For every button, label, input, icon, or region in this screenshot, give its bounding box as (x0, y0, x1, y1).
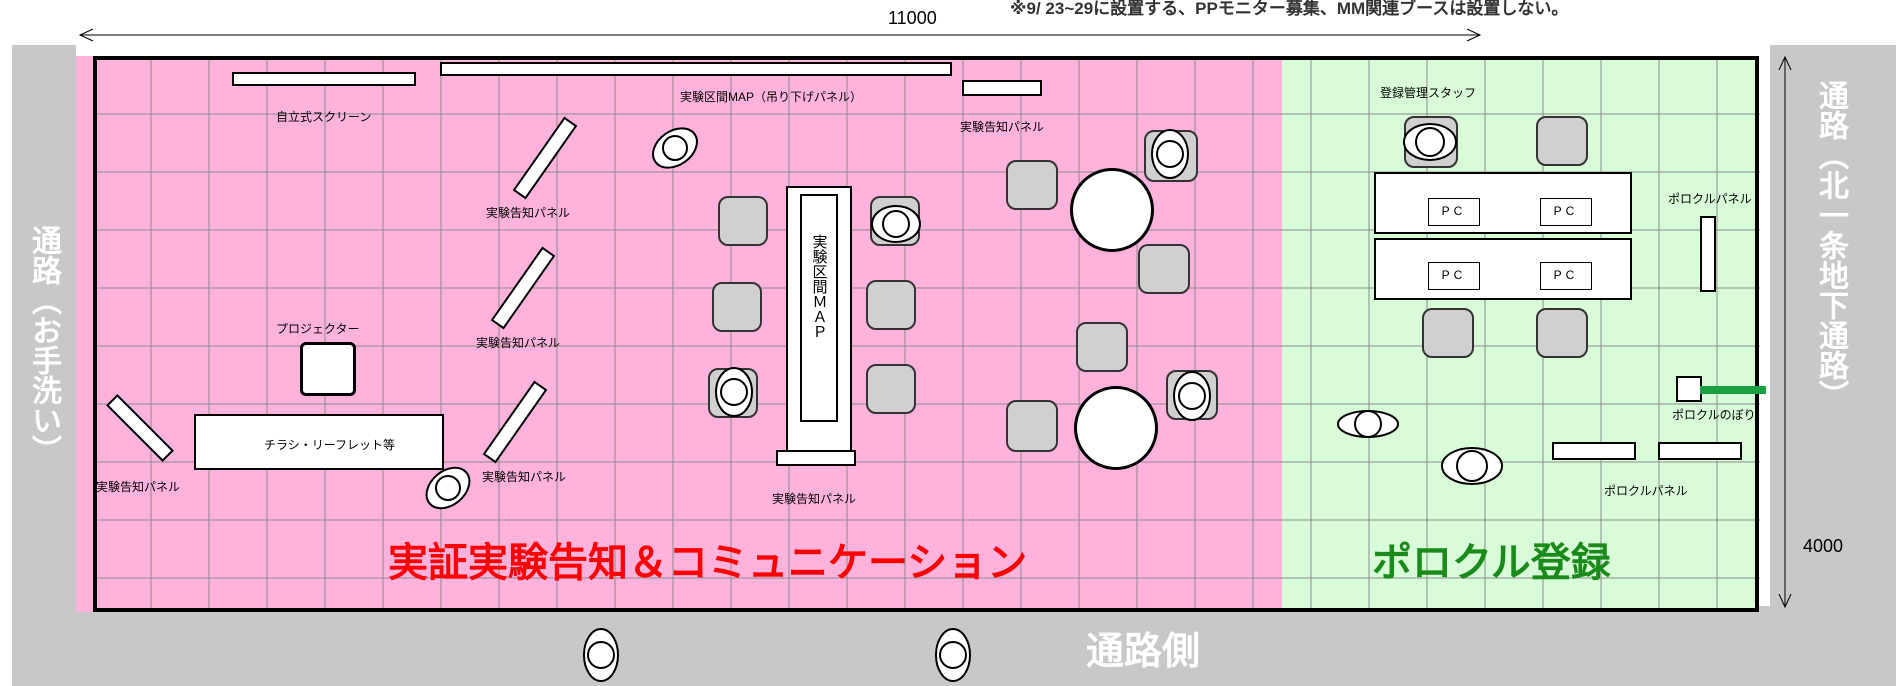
porokuru-flag (1700, 386, 1766, 394)
registration-desk-2 (1374, 238, 1632, 300)
registration-desk-1 (1374, 172, 1632, 234)
bottom-walkway-label: 通路側 (1086, 631, 1201, 673)
projector (300, 342, 356, 396)
round-table-2 (1074, 386, 1158, 470)
communication-zone-title: 実証実験告知＆コミュニケーション (388, 541, 1028, 585)
person-icon (871, 205, 921, 243)
height-dimension-label: 4000 (1803, 536, 1844, 556)
porokuru-flag-base (1676, 376, 1702, 402)
notice-panel-angled-3-label: 実験告知パネル (482, 470, 567, 484)
chair (1006, 400, 1058, 452)
flyer-table-label: チラシ・リーフレット等 (264, 438, 396, 452)
right-walkway-label: 通路（北一条地下通路） (1810, 80, 1850, 418)
porokuru-flag-label: ポロクルのぼり (1672, 408, 1756, 422)
notice-panel-map-base (776, 450, 856, 466)
height-dimension-arrow (1778, 55, 1792, 609)
person-icon (583, 628, 619, 682)
pc-2: PC (1540, 198, 1592, 226)
notice-panel-angled-1-label: 実験告知パネル (486, 206, 571, 220)
chair (1536, 116, 1588, 166)
map-stand-text: 実験区間ＭＡＰ (810, 234, 828, 339)
pc-3: PC (1428, 262, 1480, 290)
porokuru-panel-right (1700, 216, 1716, 292)
registration-zone-title: ポロクル登録 (1372, 541, 1611, 585)
chair (712, 282, 762, 332)
chair (1536, 308, 1588, 358)
person-icon (935, 628, 971, 682)
chair (866, 364, 916, 414)
pc-1: PC (1428, 198, 1480, 226)
right-walkway (1770, 45, 1896, 677)
left-walkway-text: 通路（お手洗い） (27, 225, 60, 465)
person-icon (425, 466, 471, 510)
width-dimension-label: 11000 (888, 8, 937, 28)
chair (866, 280, 916, 330)
person-icon (715, 367, 753, 417)
booth-outline (93, 56, 1759, 612)
person-icon (1173, 371, 1211, 421)
chair (1006, 160, 1058, 210)
right-walkway-text: 通路（北一条地下通路） (1814, 80, 1847, 410)
person-icon (1403, 123, 1457, 161)
person-icon (1441, 447, 1503, 485)
round-table-1 (1070, 168, 1154, 252)
chair (718, 196, 768, 246)
person-icon (652, 127, 698, 169)
person-icon (1337, 410, 1399, 438)
width-dimension-arrow (78, 28, 1482, 42)
notice-panel-map-label: 実験告知パネル (772, 492, 857, 506)
hanging-map-panel (440, 62, 952, 76)
registration-zone (1282, 56, 1758, 612)
map-stand-inner (800, 194, 838, 422)
floor-note: ※9/ 23~29に設置する、PPモニター募集、MM関連ブースは設置しない。 (1010, 0, 1569, 18)
hanging-map-label: 実験区間MAP（吊り下げパネル） (680, 90, 863, 104)
notice-panel-top (962, 80, 1042, 96)
notice-panel-top-label: 実験告知パネル (960, 120, 1045, 134)
porokuru-panel-bottom-label: ポロクルパネル (1604, 484, 1688, 498)
pc-4: PC (1540, 262, 1592, 290)
person-icon (1151, 129, 1189, 179)
projector-label: プロジェクター (276, 322, 360, 336)
porokuru-panel-bottom-2 (1658, 442, 1742, 460)
flyer-table (194, 414, 444, 470)
screen-label: 自立式スクリーン (276, 110, 372, 124)
porokuru-panel-right-label: ポロクルパネル (1668, 192, 1752, 206)
notice-panel-angled-2-label: 実験告知パネル (476, 336, 561, 350)
left-walkway (12, 45, 76, 677)
chair (1138, 244, 1190, 294)
map-stand-label: 実験区間ＭＡＰ (806, 234, 832, 343)
left-walkway-label: 通路（お手洗い） (24, 225, 62, 473)
chair (1422, 308, 1474, 358)
staff-label: 登録管理スタッフ (1380, 86, 1477, 100)
notice-panel-angled-4-label: 実験告知パネル (96, 480, 181, 494)
self-standing-screen (232, 72, 416, 86)
porokuru-panel-bottom-1 (1552, 442, 1636, 460)
chair (1076, 322, 1128, 372)
